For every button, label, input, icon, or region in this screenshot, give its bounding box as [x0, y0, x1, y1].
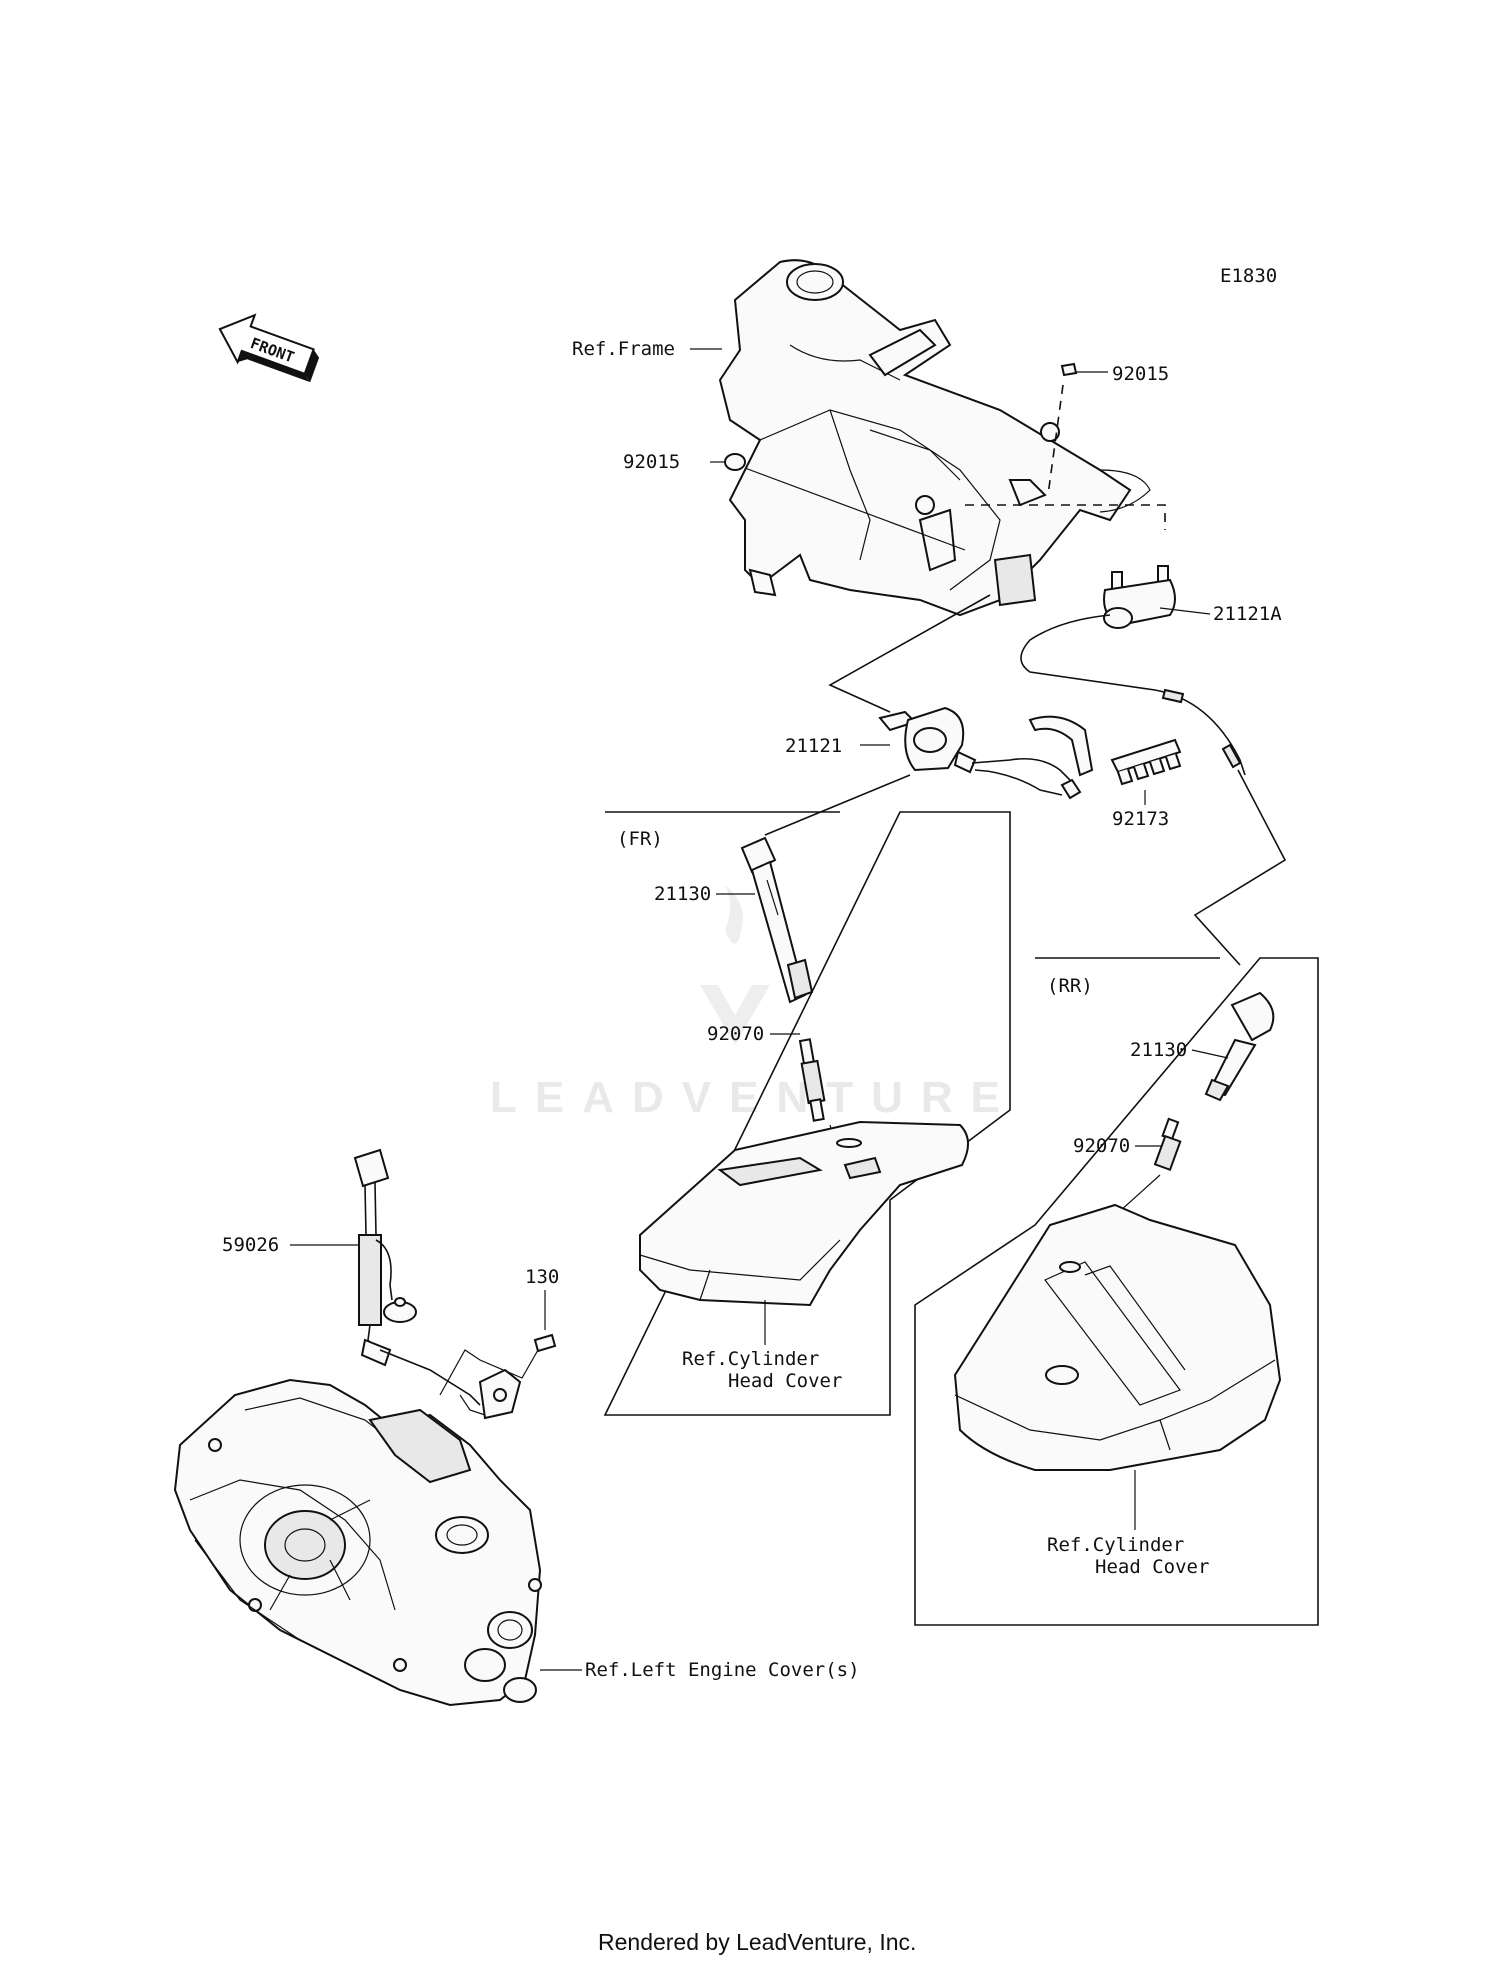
- ref-cylinder-rear-line1: Ref.Cylinder: [1047, 1534, 1184, 1556]
- callout-ref-frame: Ref.Frame: [572, 338, 675, 360]
- ref-cylinder-front-line1: Ref.Cylinder: [682, 1348, 819, 1370]
- callout-92173: 92173: [1112, 808, 1169, 830]
- part-130-bolt: [439, 1290, 557, 1396]
- callout-92070-front: 92070: [707, 1023, 764, 1045]
- rear-cylinder-head-cover: [953, 1203, 1282, 1530]
- part-92173-clamp: [1110, 738, 1182, 805]
- watermark-text: LEADVENTURE: [490, 1073, 1018, 1122]
- mount-dash-line: [965, 504, 1166, 530]
- callout-21130-rear: 21130: [1130, 1039, 1187, 1061]
- part-21121A-ignition-coil-rear: [1020, 565, 1246, 776]
- callout-59026: 59026: [222, 1234, 279, 1256]
- callout-130: 130: [525, 1266, 559, 1288]
- callout-92070-rear: 92070: [1073, 1135, 1130, 1157]
- left-engine-cover: [173, 1378, 582, 1707]
- callout-ref-left-engine-cover: Ref.Left Engine Cover(s): [585, 1659, 860, 1681]
- part-59026-pickup-coil: [290, 1148, 522, 1420]
- leader-front-cable: [764, 774, 911, 836]
- front-direction-arrow-icon: FRONT: [218, 313, 320, 383]
- ref-cylinder-rear-line2: Head Cover: [1095, 1556, 1209, 1578]
- leader-rear-cable: [1193, 769, 1287, 966]
- front-box-label: (FR): [617, 828, 663, 850]
- callout-21121: 21121: [785, 735, 842, 757]
- part-21121-ignition-coil-front: [860, 706, 1094, 800]
- part-92015-nut-left: [710, 453, 966, 551]
- callout-92015-top: 92015: [1112, 363, 1169, 385]
- frame-drawing: [718, 259, 1151, 617]
- callout-92015-left: 92015: [623, 451, 680, 473]
- leader-frame-to-21121: [828, 594, 991, 713]
- leader-21130-rear: [1191, 1049, 1229, 1059]
- watermark: LEADVENTURE: [490, 885, 1018, 1122]
- front-cylinder-box: [603, 811, 1011, 1416]
- part-21130-plug-cap-front: [740, 836, 814, 1004]
- diagram-code: E1830: [1220, 265, 1277, 287]
- callout-21130-front: 21130: [654, 883, 711, 905]
- front-cylinder-head-cover: [639, 1120, 969, 1345]
- rear-cylinder-box: [914, 957, 1319, 1626]
- footer-credit: Rendered by LeadVenture, Inc.: [598, 1929, 916, 1955]
- callout-21121A: 21121A: [1213, 603, 1282, 625]
- rear-box-label: (RR): [1047, 975, 1093, 997]
- ref-cylinder-front-line2: Head Cover: [728, 1370, 842, 1392]
- part-21130-plug-cap-rear: [1204, 991, 1275, 1102]
- part-92015-nut-top: [1040, 362, 1108, 496]
